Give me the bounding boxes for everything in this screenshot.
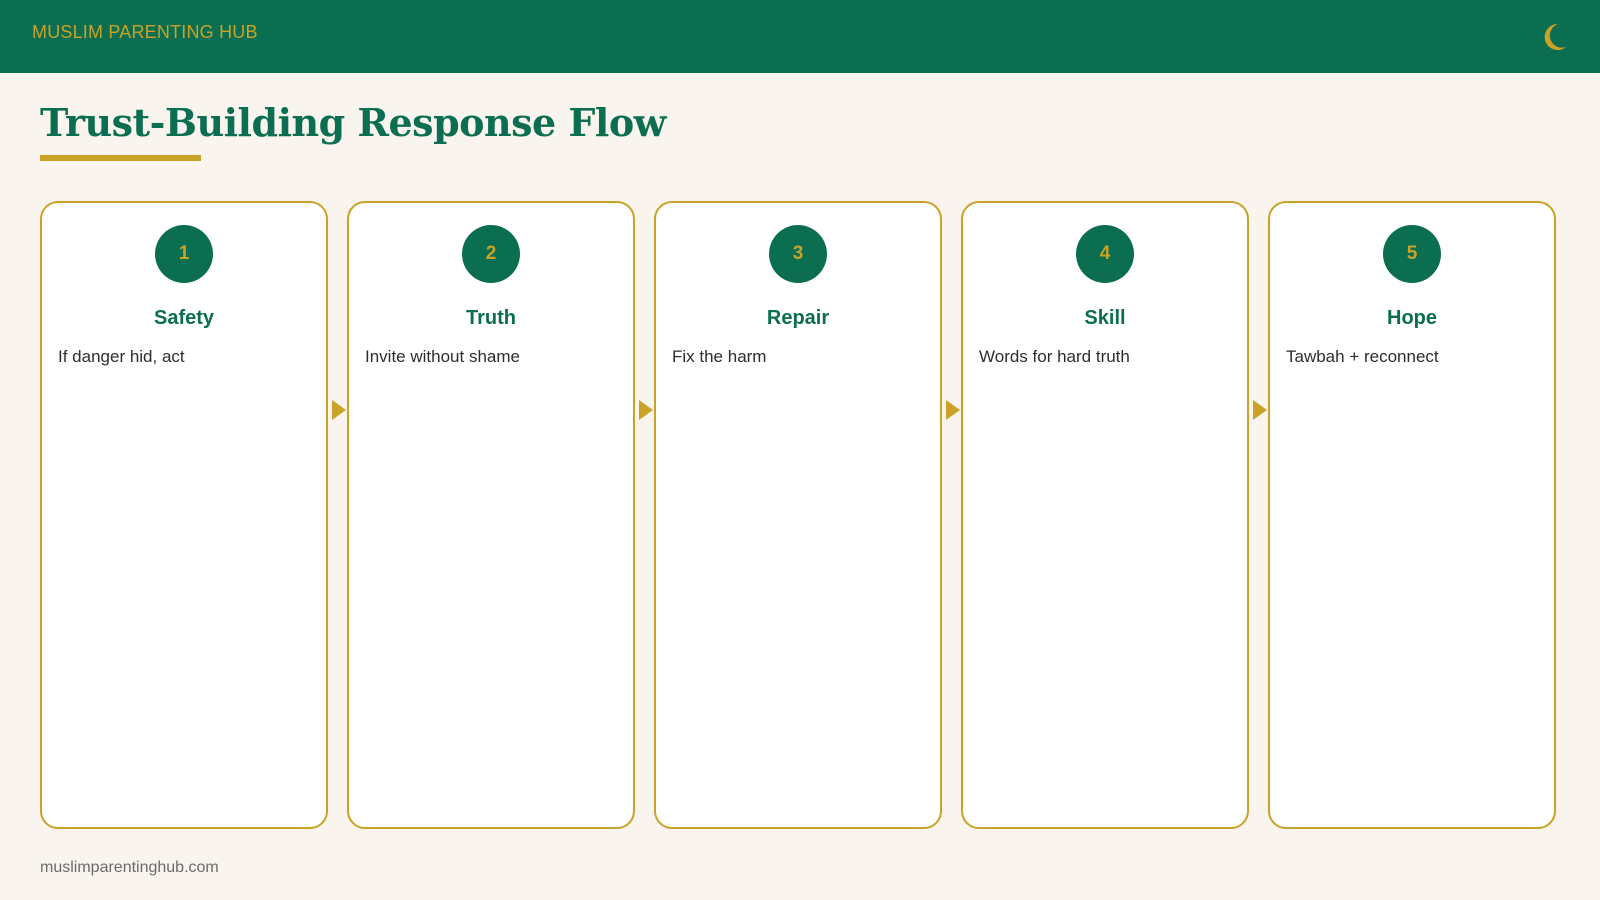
step-description: If danger hid, act — [58, 347, 185, 366]
step-card-skill: 4 Skill Words for hard truth — [961, 201, 1249, 829]
triangle-arrow-right-icon — [332, 400, 346, 420]
step-description: Words for hard truth — [979, 347, 1130, 366]
triangle-arrow-right-icon — [1253, 400, 1267, 420]
step-title: Hope — [1387, 307, 1437, 329]
step-card-truth: 2 Truth Invite without shame — [347, 201, 635, 829]
step-number-badge: 4 — [1076, 225, 1134, 283]
step-title: Safety — [153, 307, 215, 329]
step-title: Truth — [466, 307, 516, 329]
step-description: Invite without shame — [365, 347, 520, 366]
top-header-bar: MUSLIM PARENTING HUB — [0, 0, 1600, 73]
crescent-moon-icon — [1544, 23, 1566, 50]
step-card-hope: 5 Hope Tawbah + reconnect — [1268, 201, 1556, 829]
step-description: Tawbah + reconnect — [1286, 347, 1439, 366]
step-number-badge: 5 — [1383, 225, 1441, 283]
triangle-arrow-right-icon — [639, 400, 653, 420]
step-number-badge: 3 — [769, 225, 827, 283]
title-underline-divider — [40, 155, 201, 161]
step-card-safety: 1 Safety If danger hid, act — [40, 201, 328, 829]
page-title: Trust-Building Response Flow — [40, 100, 666, 145]
step-number-badge: 2 — [462, 225, 520, 283]
triangle-arrow-right-icon — [946, 400, 960, 420]
step-title: Skill — [1084, 307, 1126, 329]
brand-name[interactable]: MUSLIM PARENTING HUB — [32, 22, 258, 42]
footer-url-link[interactable]: muslimparentinghub.com — [40, 859, 219, 876]
step-title: Repair — [766, 307, 830, 329]
step-card-repair: 3 Repair Fix the harm — [654, 201, 942, 829]
step-description: Fix the harm — [672, 347, 767, 366]
step-number-badge: 1 — [155, 225, 213, 283]
